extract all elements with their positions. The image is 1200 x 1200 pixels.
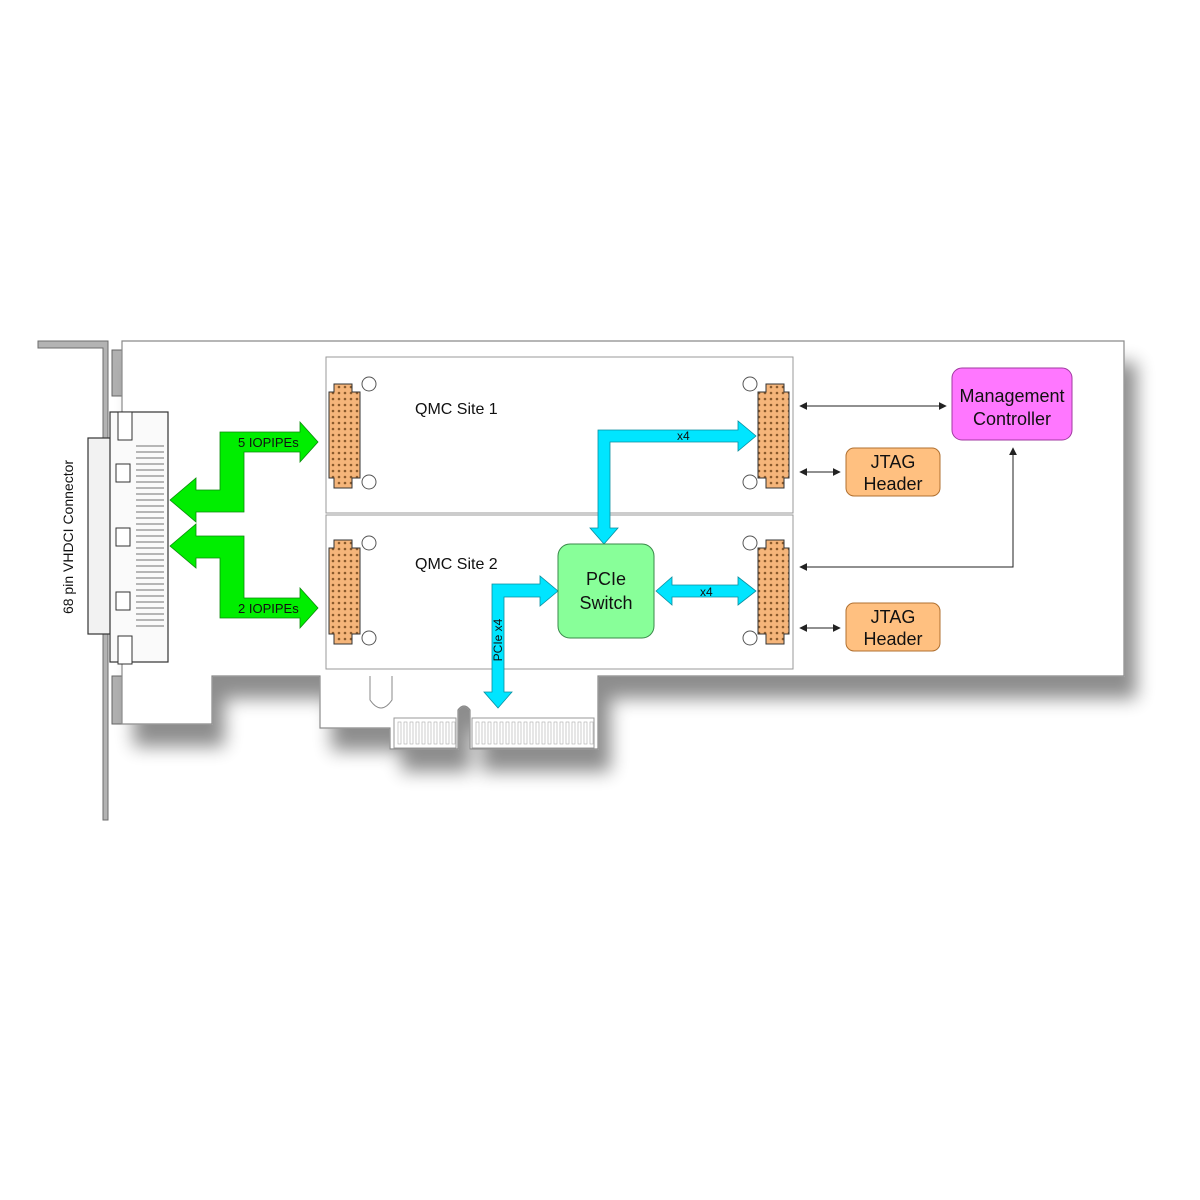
mounting-hole-icon xyxy=(361,474,377,490)
edge-finger xyxy=(577,721,582,745)
pcie-arrow-mid xyxy=(655,576,757,606)
edge-finger xyxy=(547,721,552,745)
edge-finger xyxy=(541,721,546,745)
mgmt-site2-link-arrow xyxy=(799,447,1017,571)
edge-finger xyxy=(427,721,432,745)
edge-finger xyxy=(445,721,450,745)
qmc-site-2-label: QMC Site 2 xyxy=(415,556,498,573)
pcie-switch-label-2: Switch xyxy=(579,593,632,613)
board-notch xyxy=(369,676,393,709)
mounting-hole-icon xyxy=(361,535,377,551)
edge-finger xyxy=(565,721,570,745)
mounting-hole-icon xyxy=(361,376,377,392)
qmc-connector xyxy=(742,376,790,490)
pcie-edge-fingers xyxy=(393,717,595,749)
edge-finger xyxy=(559,721,564,745)
pcie-x4-label: PCIe x4 xyxy=(491,618,505,661)
edge-finger xyxy=(505,721,510,745)
edge-finger xyxy=(523,721,528,745)
edge-finger xyxy=(421,721,426,745)
pcie-switch-label-1: PCIe xyxy=(586,569,626,589)
iopipe-arrow-top xyxy=(169,420,319,523)
edge-finger xyxy=(553,721,558,745)
edge-finger xyxy=(397,721,402,745)
signal-lines xyxy=(799,402,1017,632)
edge-finger xyxy=(481,721,486,745)
mounting-hole-icon xyxy=(742,474,758,490)
edge-finger xyxy=(493,721,498,745)
connector-label: 68 pin VHDCI Connector xyxy=(60,460,76,614)
iopipe-arrow-bottom xyxy=(169,523,319,630)
edge-finger xyxy=(433,721,438,745)
qmc-connector xyxy=(328,376,377,490)
edge-finger xyxy=(439,721,444,745)
qmc-connector xyxy=(742,535,790,646)
mounting-hole-icon xyxy=(742,535,758,551)
iopipes-bottom-label: 2 IOPIPEs xyxy=(238,601,299,616)
edge-finger xyxy=(403,721,408,745)
pcie-arrow-edge xyxy=(483,575,559,709)
mgmt-label-2: Controller xyxy=(973,409,1051,429)
qmc-site-1-label: QMC Site 1 xyxy=(415,401,498,418)
edge-finger xyxy=(499,721,504,745)
edge-finger xyxy=(475,721,480,745)
jtag2-label-2: Header xyxy=(863,629,922,649)
edge-finger xyxy=(451,721,456,745)
edge-finger xyxy=(583,721,588,745)
edge-finger xyxy=(517,721,522,745)
mounting-hole-icon xyxy=(361,630,377,646)
edge-finger xyxy=(589,721,594,745)
pcie-switch xyxy=(557,543,655,639)
mgmt-label-1: Management xyxy=(959,386,1064,406)
edge-finger xyxy=(511,721,516,745)
x4-mid-label: x4 xyxy=(700,585,713,599)
edge-finger xyxy=(529,721,534,745)
jtag1-label-1: JTAG xyxy=(871,452,916,472)
edge-finger xyxy=(409,721,414,745)
mounting-hole-icon xyxy=(742,630,758,646)
jtag1-label-2: Header xyxy=(863,474,922,494)
mounting-hole-icon xyxy=(742,376,758,392)
vhdci-connector xyxy=(87,411,169,665)
jtag-header-2 xyxy=(845,602,941,652)
jtag2-label-1: JTAG xyxy=(871,607,916,627)
qmc-connector xyxy=(328,535,377,646)
iopipes-top-label: 5 IOPIPEs xyxy=(238,435,299,450)
x4-top-label: x4 xyxy=(677,429,690,443)
management-controller xyxy=(951,367,1073,441)
edge-finger xyxy=(535,721,540,745)
edge-finger xyxy=(487,721,492,745)
edge-finger xyxy=(415,721,420,745)
edge-finger xyxy=(571,721,576,745)
